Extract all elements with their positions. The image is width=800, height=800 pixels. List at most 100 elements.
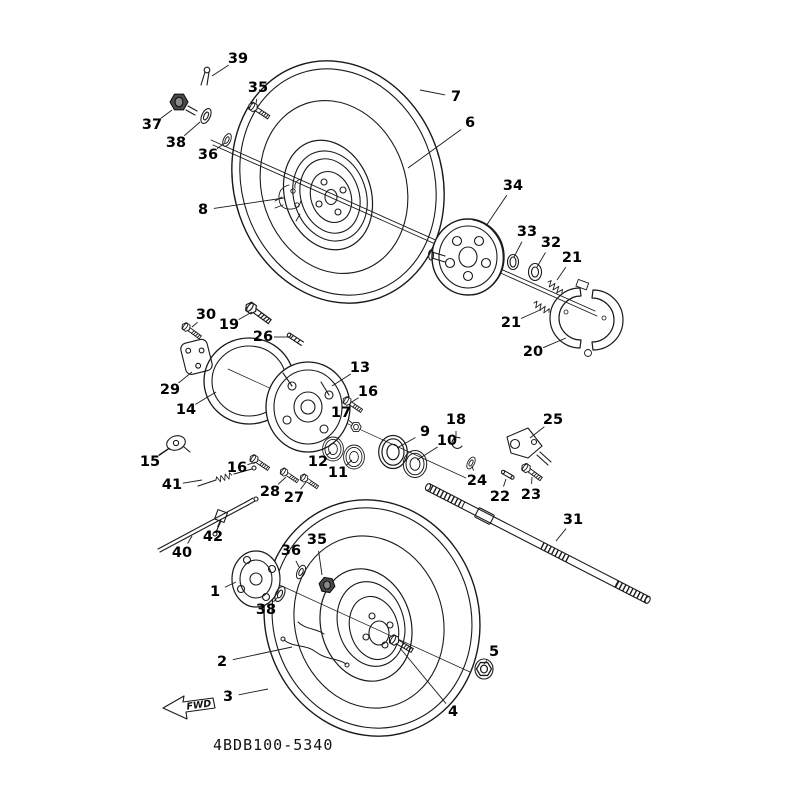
callout-label-40: 40 <box>172 545 192 561</box>
callout-leader-38 <box>183 121 201 137</box>
callout-label-32: 32 <box>541 235 561 251</box>
brake-drum-hub <box>265 361 351 453</box>
callout-leader-16 <box>349 397 359 404</box>
callout-label-18: 18 <box>446 412 466 428</box>
callout-label-38: 38 <box>256 602 276 618</box>
callout-leader-5 <box>483 660 488 665</box>
rear-tire <box>263 499 481 737</box>
callout-layer: 3937353836768343332213019262120291413161… <box>140 51 583 720</box>
callout-label-34: 34 <box>503 178 523 194</box>
callout-label-25: 25 <box>543 412 563 428</box>
callout-label-28: 28 <box>260 484 280 500</box>
callout-leader-39 <box>211 64 230 77</box>
callout-leader-7 <box>419 89 446 96</box>
callout-leader-38 <box>273 596 279 603</box>
callout-leader-25 <box>529 426 545 439</box>
callout-label-35: 35 <box>248 80 268 96</box>
callout-label-14: 14 <box>176 402 196 418</box>
callout-label-1: 1 <box>210 584 220 600</box>
callout-leader-6 <box>407 129 462 169</box>
callout-leader-19 <box>238 311 253 320</box>
lever-washer-24 <box>464 455 478 471</box>
front-washer-inner <box>220 131 234 149</box>
callout-leader-3 <box>238 688 269 696</box>
callout-leader-36 <box>216 142 226 150</box>
callout-label-11: 11 <box>328 465 348 481</box>
brake-cam-lever <box>506 427 552 466</box>
gasket-plate <box>180 338 213 375</box>
callout-label-27: 27 <box>284 490 304 506</box>
callout-label-10: 10 <box>437 433 457 449</box>
callout-label-24: 24 <box>467 473 487 489</box>
rim-nut-5 <box>475 661 493 677</box>
callout-leader-16 <box>247 461 257 466</box>
callout-leader-9 <box>396 437 416 449</box>
brake-cable-adjuster <box>197 465 257 487</box>
breather-clamp <box>158 435 191 456</box>
rear-hub <box>231 550 281 608</box>
callout-leader-31 <box>555 528 567 542</box>
callout-label-16: 16 <box>358 384 378 400</box>
callout-label-19: 19 <box>219 317 239 333</box>
pivot-bolt-19 <box>242 299 274 327</box>
brake-shoes <box>549 279 624 357</box>
callout-label-31: 31 <box>563 512 583 528</box>
callout-label-9: 9 <box>420 424 430 440</box>
lever-pin-22 <box>500 469 515 480</box>
callout-label-42: 42 <box>203 529 223 545</box>
callout-leader-32 <box>536 252 546 268</box>
callout-label-26: 26 <box>253 329 273 345</box>
callout-leader-20 <box>542 337 567 349</box>
callout-leader-42 <box>217 518 222 528</box>
callout-leader-22 <box>503 478 507 487</box>
callout-label-17: 17 <box>331 405 351 421</box>
callout-leader-21 <box>556 266 567 281</box>
shoe-spring-lower <box>531 299 552 316</box>
callout-label-29: 29 <box>160 382 180 398</box>
callout-leader-37 <box>160 109 173 119</box>
callout-label-35: 35 <box>307 532 327 548</box>
callout-label-20: 20 <box>523 344 543 360</box>
callout-label-8: 8 <box>198 202 208 218</box>
callout-label-30: 30 <box>196 307 216 323</box>
callout-leader-10 <box>416 446 438 461</box>
callout-label-38: 38 <box>166 135 186 151</box>
callout-label-22: 22 <box>490 489 510 505</box>
callout-leader-36 <box>295 560 300 568</box>
rear-hub-nut-35 <box>318 576 336 594</box>
brake-cable-detail <box>280 621 350 668</box>
callout-label-23: 23 <box>521 487 541 503</box>
fwd-label: FWD <box>186 698 212 712</box>
callout-label-5: 5 <box>489 644 499 660</box>
callout-leader-13 <box>331 373 351 387</box>
callout-leader-8 <box>213 197 285 209</box>
front-tire <box>231 60 445 304</box>
callout-label-36: 36 <box>281 543 301 559</box>
plate-bolt-30 <box>179 320 203 341</box>
callout-leader-33 <box>513 241 523 258</box>
callout-leader-17 <box>348 420 354 425</box>
callout-leader-24 <box>471 465 474 471</box>
callout-label-4: 4 <box>448 704 458 720</box>
callout-label-21: 21 <box>501 315 521 331</box>
callout-label-3: 3 <box>223 689 233 705</box>
fwd-arrow: FWD <box>162 695 216 720</box>
callout-leader-27 <box>300 481 307 490</box>
callout-label-37: 37 <box>142 117 162 133</box>
callout-leader-12 <box>326 451 332 456</box>
callout-leader-34 <box>485 194 508 227</box>
callout-label-15: 15 <box>140 454 160 470</box>
callout-label-21: 21 <box>562 250 582 266</box>
drum-oring <box>506 253 520 271</box>
callout-label-41: 41 <box>162 477 182 493</box>
callout-label-36: 36 <box>198 147 218 163</box>
front-washer-outer <box>198 106 214 126</box>
callout-leader-1 <box>224 581 237 588</box>
callout-label-6: 6 <box>465 115 475 131</box>
callout-label-39: 39 <box>228 51 248 67</box>
callout-leader-29 <box>178 371 193 384</box>
callout-label-2: 2 <box>217 654 227 670</box>
part-code-label: 4BDB100-5340 <box>213 736 333 754</box>
